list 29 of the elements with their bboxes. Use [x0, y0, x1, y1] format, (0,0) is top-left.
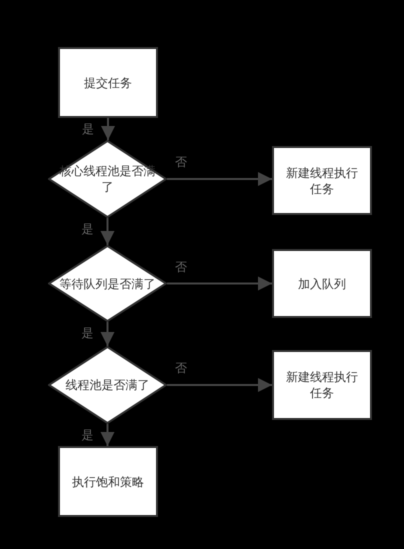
node-text: 等待队列是否满了 [58, 276, 156, 292]
process-box [58, 47, 158, 118]
process-box [272, 146, 372, 215]
decision-diamond [48, 245, 167, 322]
arrow [167, 276, 272, 290]
process-box [272, 350, 372, 420]
node-text: 线程池是否满了 [64, 377, 150, 393]
arrow [100, 424, 114, 446]
node-text: 执行饱和策略 [71, 474, 145, 490]
edge-label: 是 [82, 326, 94, 340]
edge-label: 否 [175, 155, 187, 169]
edge-label: 是 [82, 222, 94, 236]
decision-diamond [48, 346, 167, 424]
node-text: 加入队列 [297, 276, 347, 292]
decision-diamond [48, 140, 167, 218]
arrow [101, 118, 115, 140]
node-text: 提交任务 [83, 74, 133, 90]
process-box [272, 249, 372, 318]
edge-label: 否 [175, 260, 187, 274]
arrow [100, 218, 114, 245]
node-text: 新建线程执行任务 [285, 164, 359, 196]
arrow [167, 378, 272, 392]
edge-label: 是 [82, 122, 94, 136]
arrow [100, 322, 114, 346]
process-box [58, 446, 158, 517]
edge-label: 否 [175, 361, 187, 375]
node-text: 新建线程执行任务 [285, 369, 359, 401]
edge-label: 是 [82, 428, 94, 442]
arrow [167, 172, 272, 186]
